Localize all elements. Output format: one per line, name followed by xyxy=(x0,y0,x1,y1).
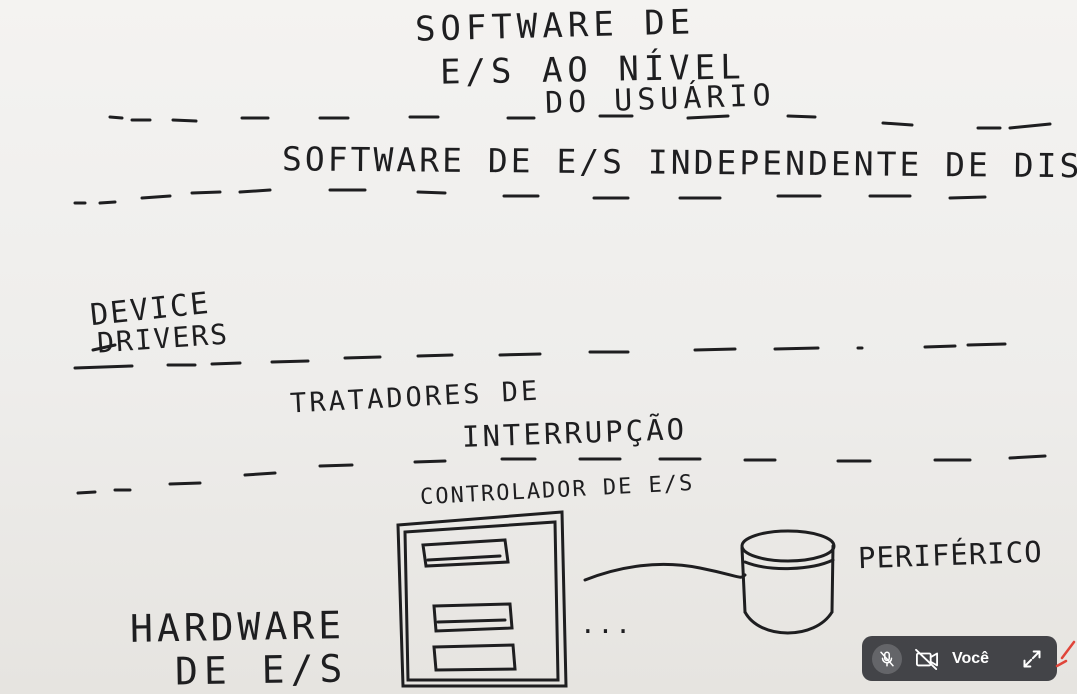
camera-off-icon xyxy=(915,648,938,670)
pen-icon[interactable] xyxy=(1054,640,1076,670)
peripheral-disk xyxy=(740,529,836,635)
divider-line-interrupts xyxy=(76,454,1047,495)
divider-line-drivers xyxy=(73,342,1007,370)
layer-independent-label: SOFTWARE DE E/S INDEPENDENTE DE DISP. xyxy=(281,139,1077,186)
usuario-underline xyxy=(686,114,730,120)
expand-icon xyxy=(1023,650,1041,667)
controller-register-1 xyxy=(421,538,510,568)
divider-line-independent xyxy=(73,188,987,205)
layer-user-line-1: SOFTWARE DE xyxy=(414,2,696,50)
divider-line-user xyxy=(108,114,1052,130)
camera-toggle-button[interactable] xyxy=(912,644,942,674)
controller-register-2 xyxy=(432,602,514,633)
layer-hardware-line-1: HARDWARE xyxy=(129,603,346,651)
mic-toggle-button[interactable] xyxy=(872,643,902,674)
controller-peripheral-link xyxy=(583,562,747,582)
self-view-label: Você xyxy=(952,649,990,667)
expand-button[interactable] xyxy=(1017,644,1047,674)
call-controls-bar: Você xyxy=(862,636,1057,681)
controller-box xyxy=(396,510,568,688)
layer-hardware-line-2: DE E/S xyxy=(174,646,349,694)
mic-off-icon xyxy=(880,651,894,666)
peripheral-label: PERIFÉRICO xyxy=(857,534,1044,576)
controller-register-3 xyxy=(432,643,517,672)
controller-ellipsis: ... xyxy=(580,610,633,640)
drivers-underline xyxy=(91,343,117,352)
